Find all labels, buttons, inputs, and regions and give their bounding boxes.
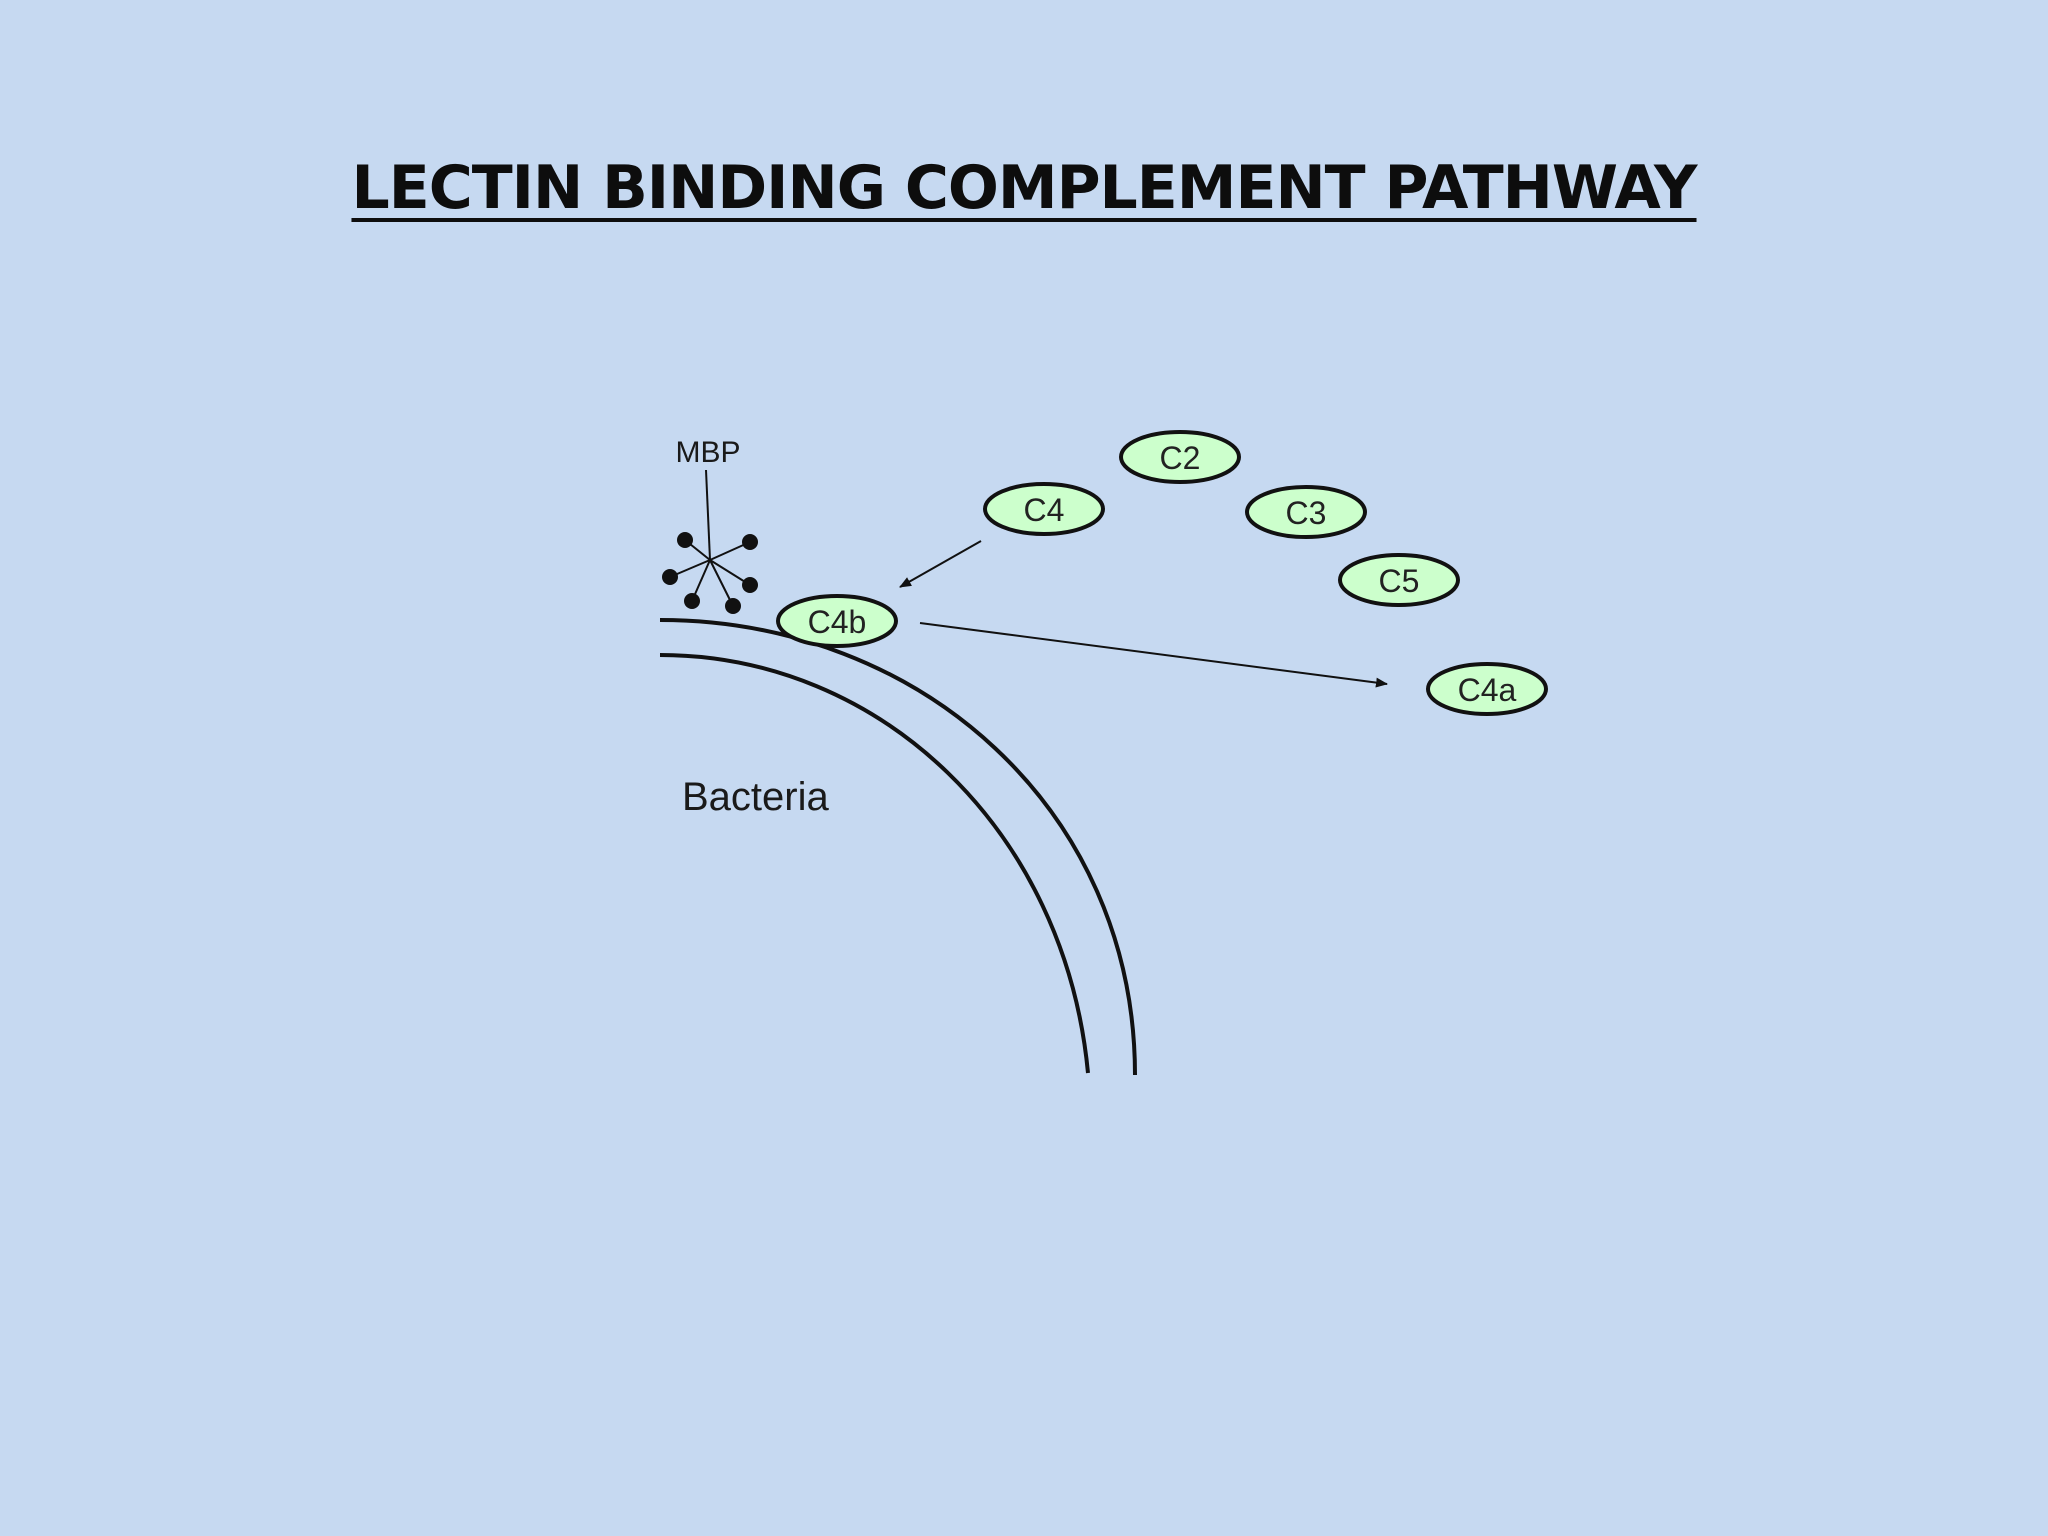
bacteria-outer-membrane (659, 618, 1137, 1076)
arrow-c4b-to-c4a (919, 622, 1388, 688)
svg-text:C4: C4 (1024, 492, 1065, 528)
arrow-c4-to-c4b (899, 540, 982, 588)
protein-c3: C3 (1245, 485, 1367, 539)
slide-title: LECTIN BINDING COMPLEMENT PATHWAY (351, 153, 1697, 223)
mbp-label: MBP (675, 436, 740, 469)
svg-text:C5: C5 (1379, 563, 1420, 599)
bacteria-label: Bacteria (682, 775, 829, 819)
protein-c5: C5 (1338, 553, 1460, 607)
svg-text:C4a: C4a (1458, 672, 1517, 708)
mbp-molecule (662, 469, 758, 614)
protein-c2: C2 (1119, 430, 1241, 484)
protein-c4a: C4a (1426, 662, 1548, 716)
svg-text:C3: C3 (1286, 495, 1327, 531)
protein-c4: C4 (983, 482, 1105, 536)
svg-text:C2: C2 (1160, 440, 1201, 476)
svg-text:C4b: C4b (808, 604, 867, 640)
bacteria-inner-membrane (659, 653, 1090, 1074)
protein-c4b: C4b (776, 594, 898, 648)
